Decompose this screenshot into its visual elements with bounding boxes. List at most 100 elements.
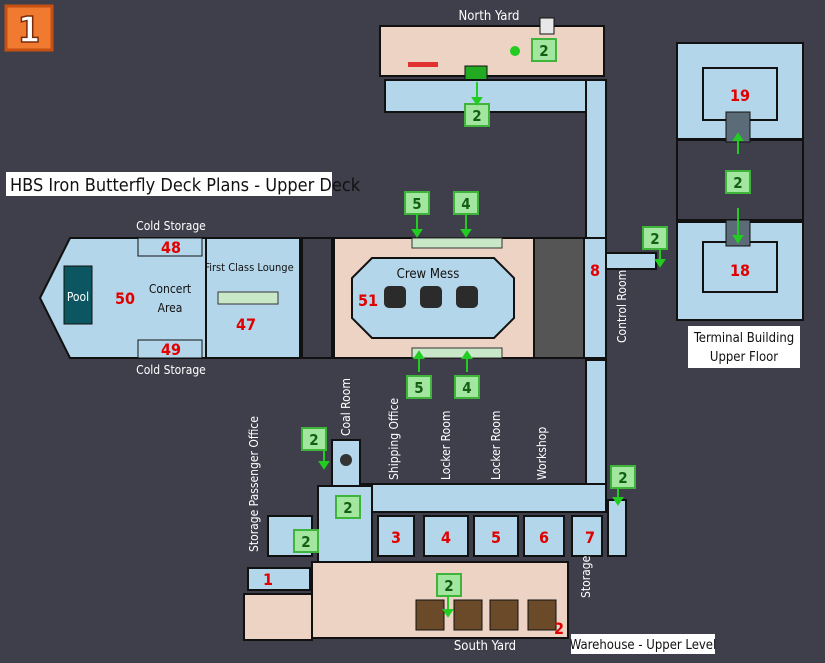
crate-1 [415, 599, 445, 631]
north-yard-stairs [539, 17, 555, 35]
stair-markers: 2 2 5 4 5 4 2 2 2 2 2 2 2 [293, 38, 751, 597]
room-number-4: 4 [441, 528, 451, 547]
room-number-49: 49 [161, 340, 181, 359]
room-number-3: 3 [391, 528, 401, 547]
terminal-label-box [688, 326, 800, 368]
title-box [6, 172, 332, 196]
mess-counter-top [411, 237, 503, 249]
pool-label: Pool [67, 290, 89, 304]
floor-badge: 1 [4, 4, 54, 52]
north-yard-room [379, 25, 605, 77]
concert-label-line2: Area [158, 301, 183, 315]
svg-text:5: 5 [414, 379, 423, 397]
room-18 [702, 241, 778, 293]
room-19 [702, 67, 778, 121]
room-number-5: 5 [491, 528, 501, 547]
room-number-51: 51 [358, 291, 378, 310]
room-number-2: 2 [554, 619, 564, 638]
room-number-48: 48 [161, 238, 181, 257]
room-3 [377, 515, 415, 557]
room-number-18: 18 [730, 261, 750, 280]
storage-label: Storage [579, 555, 593, 598]
svg-text:5: 5 [412, 195, 421, 213]
svg-text:2: 2 [539, 42, 548, 60]
area-labels: Cold Storage Cold Storage Pool Concert A… [67, 219, 716, 654]
cold-storage-top-label: Cold Storage [136, 219, 206, 233]
svg-text:2: 2 [472, 107, 481, 125]
stair-marker-north-below[interactable]: 2 [464, 103, 490, 127]
room-4 [423, 515, 469, 557]
room-6 [523, 515, 565, 557]
cold-storage-49 [137, 339, 203, 359]
room-1 [247, 567, 311, 591]
room-number-19: 19 [730, 86, 750, 105]
room-5 [473, 515, 519, 557]
room-numbers: 48 49 50 47 51 8 19 18 1 3 4 5 6 7 2 [115, 86, 750, 638]
room-number-1: 1 [263, 570, 273, 589]
coal-room-label: Coal Room [339, 378, 353, 436]
room-7 [571, 515, 603, 557]
room-number-6: 6 [539, 528, 549, 547]
stair-marker-shipping[interactable]: 2 [335, 495, 361, 519]
floor-badge-number: 1 [18, 10, 41, 51]
stair-marker-crew-top-right[interactable]: 4 [453, 191, 479, 215]
stair-marker-crew-bottom-left[interactable]: 5 [406, 375, 432, 399]
north-yard-door [408, 62, 438, 67]
east-corridor-lower [585, 359, 607, 491]
mess-counter-bottom [411, 347, 503, 359]
south-yard-label: South Yard [454, 639, 516, 654]
cold-storage-bottom-label: Cold Storage [136, 363, 206, 377]
south-corridor [331, 483, 607, 513]
cold-storage-48 [137, 237, 203, 257]
restroom [243, 593, 313, 641]
stair-marker-control[interactable]: 2 [642, 226, 668, 250]
stair-marker-crew-bottom-right[interactable]: 4 [454, 375, 480, 399]
terminal-label-line2: Upper Floor [710, 350, 778, 365]
control-room-label: Control Room [615, 270, 629, 343]
control-room [583, 237, 607, 359]
stair-marker-storage-office[interactable]: 2 [293, 529, 319, 553]
terminal-label-line1: Terminal Building [693, 331, 794, 346]
route-arrows [318, 82, 744, 618]
svg-text:4: 4 [461, 195, 470, 213]
stair-marker-crew-top-left[interactable]: 5 [404, 191, 430, 215]
warehouse-label: Warehouse - Upper Level [570, 638, 717, 653]
locker-room-1-label: Locker Room [439, 411, 453, 480]
hull-gap [301, 237, 333, 359]
coal-bin [340, 454, 352, 466]
room-number-50: 50 [115, 289, 135, 308]
pool [63, 265, 93, 325]
crate-4 [527, 599, 557, 631]
first-class-label: First Class Lounge [204, 261, 293, 274]
engine-room [533, 237, 585, 359]
stair-marker-coal[interactable]: 2 [301, 427, 327, 451]
locker-room-2-label: Locker Room [489, 411, 503, 480]
map-title: HBS Iron Butterfly Deck Plans - Upper De… [10, 175, 361, 196]
east-corridor-upper [585, 79, 607, 241]
svg-text:2: 2 [618, 469, 627, 487]
room-number-7: 7 [585, 528, 595, 547]
mess-table-1 [384, 286, 406, 308]
mess-table-3 [456, 286, 478, 308]
lounge-bar [217, 291, 279, 305]
svg-text:2: 2 [444, 577, 453, 595]
crew-mess-label: Crew Mess [397, 267, 460, 282]
svg-text:2: 2 [301, 533, 310, 551]
stair-marker-north-top[interactable]: 2 [531, 38, 557, 62]
north-yard-start-marker [510, 46, 520, 56]
shipping-office-label: Shipping Office [387, 398, 401, 480]
stair-marker-right-corridor[interactable]: 2 [610, 465, 636, 489]
svg-text:4: 4 [462, 379, 471, 397]
svg-text:2: 2 [309, 431, 318, 449]
crate-2 [453, 599, 483, 631]
svg-text:2: 2 [343, 499, 352, 517]
north-yard-label: North Yard [459, 9, 520, 24]
svg-text:2: 2 [733, 174, 742, 192]
stair-marker-south-yard[interactable]: 2 [436, 573, 462, 597]
stair-marker-terminal-mid[interactable]: 2 [725, 170, 751, 194]
svg-text:2: 2 [650, 230, 659, 248]
crate-3 [489, 599, 519, 631]
warehouse-label-box [571, 634, 715, 654]
right-storage [607, 499, 627, 557]
